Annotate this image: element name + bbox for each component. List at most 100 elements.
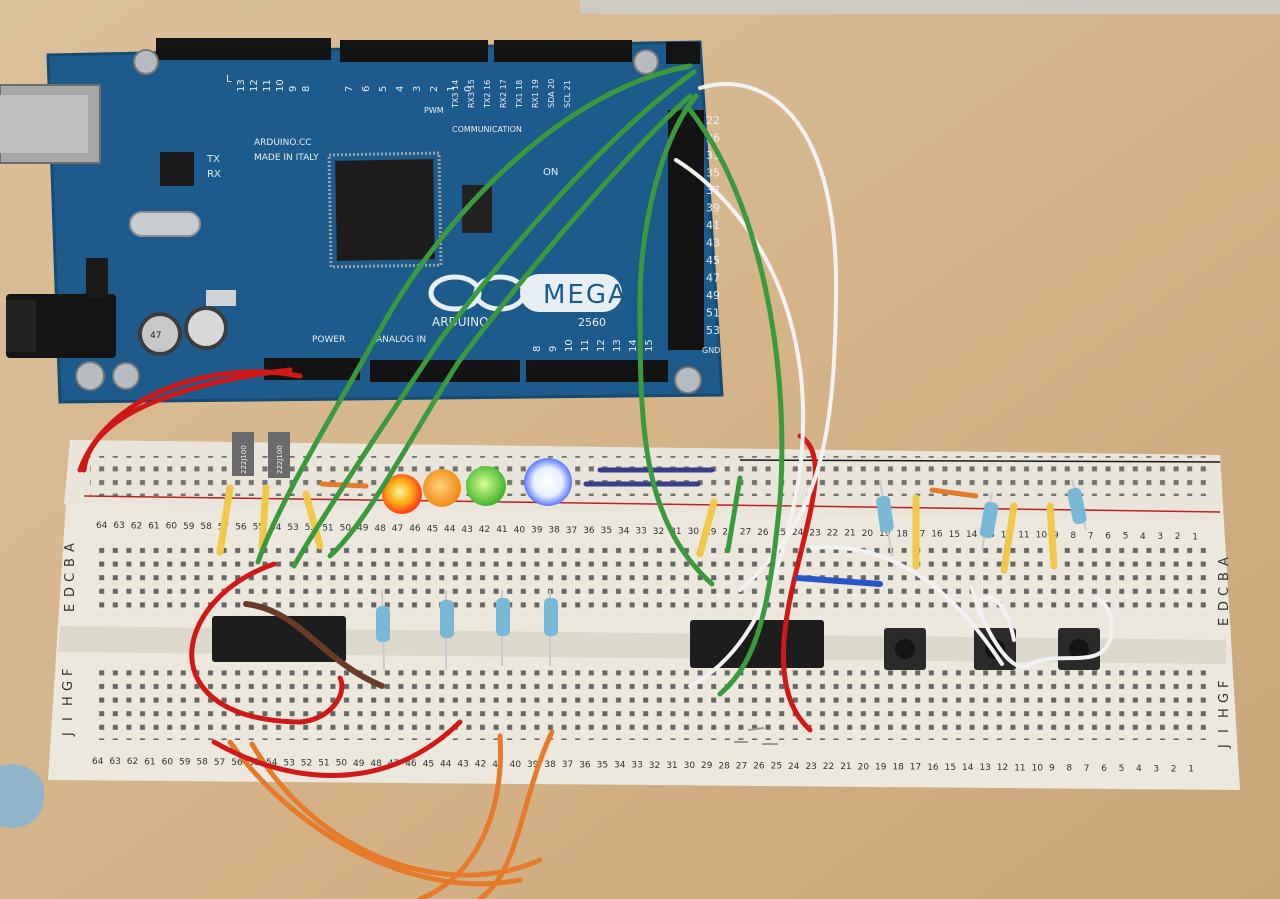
column-number: 7 — [1084, 764, 1090, 774]
column-number: 43 — [461, 525, 472, 535]
digital-pin-label: 43 — [706, 237, 720, 250]
orange-wires — [227, 481, 979, 899]
pwm-pin-label: 3 — [412, 86, 423, 92]
row-letter: B — [63, 558, 78, 567]
led-red — [382, 474, 422, 514]
column-number: 62 — [131, 521, 142, 531]
column-number: 2 — [1175, 532, 1181, 542]
column-number: 40 — [510, 760, 522, 770]
column-number: 63 — [113, 521, 124, 531]
column-number: 16 — [931, 530, 943, 540]
comm-pin-label: RX2 17 — [499, 79, 508, 108]
column-number: 58 — [200, 522, 212, 532]
pwm-pin-label: 4 — [395, 86, 406, 92]
row-letter: I — [61, 717, 76, 721]
column-number: 45 — [423, 759, 434, 769]
column-number: 10 — [1032, 763, 1044, 773]
analog-pin-label: 12 — [596, 339, 607, 352]
column-number: 16 — [927, 763, 939, 773]
column-number: 46 — [409, 524, 421, 534]
column-number: 23 — [809, 528, 820, 538]
pwm-pin-label: 10 — [275, 79, 286, 92]
analog-pin-label: 13 — [612, 339, 623, 352]
column-number: 14 — [962, 763, 974, 773]
column-number: 40 — [514, 525, 526, 535]
column-number: 44 — [444, 525, 456, 535]
digital-pin-label: 35 — [706, 167, 720, 180]
column-number: 53 — [283, 758, 294, 768]
svg-text:222J100: 222J100 — [240, 445, 248, 474]
push-button-3 — [1058, 628, 1100, 670]
column-number: 33 — [635, 527, 646, 537]
column-number: 34 — [614, 761, 626, 771]
microcontroller-chip — [335, 159, 435, 261]
column-number: 25 — [771, 762, 782, 772]
column-number: 36 — [579, 760, 591, 770]
column-number: 1 — [1192, 532, 1198, 542]
pwm-pin-label: 12 — [249, 79, 260, 92]
column-number: 8 — [1066, 764, 1072, 774]
film-capacitor-1: 222J100 — [232, 432, 254, 476]
green-wires — [255, 63, 785, 697]
comm-pin-label: RX3 15 — [467, 79, 476, 108]
column-number: 6 — [1101, 764, 1107, 774]
digital-pin-label: 22 — [706, 114, 720, 127]
column-number: 59 — [179, 758, 191, 768]
label-on: ON — [543, 167, 558, 178]
column-number: 57 — [214, 758, 225, 768]
row-letter: F — [61, 669, 76, 676]
label-analog: ANALOG IN — [376, 335, 426, 345]
crystal — [129, 211, 201, 237]
column-number: 53 — [287, 523, 298, 533]
column-number: 42 — [479, 525, 490, 535]
column-number: 34 — [618, 526, 630, 536]
column-number: 62 — [127, 757, 138, 767]
pwm-pin-label: 9 — [288, 86, 299, 92]
column-number: 15 — [949, 530, 960, 540]
svg-text:222J100: 222J100 — [276, 445, 284, 474]
column-number: 43 — [457, 760, 468, 770]
column-number: 11 — [1018, 531, 1029, 541]
column-number: 8 — [1070, 531, 1076, 541]
column-number: 39 — [531, 526, 543, 536]
column-number: 22 — [827, 529, 838, 539]
row-letter: D — [63, 587, 78, 597]
column-number: 32 — [649, 761, 660, 771]
row-letter: B — [1217, 572, 1232, 581]
column-number: 60 — [166, 522, 178, 532]
pwm-pin-label: 1 — [446, 86, 457, 92]
number-label: 2560 — [578, 316, 606, 329]
column-number: 6 — [1105, 531, 1111, 541]
column-number: 59 — [183, 522, 195, 532]
column-number: 37 — [566, 526, 577, 536]
column-number: 29 — [705, 527, 717, 537]
row-letter: E — [63, 604, 78, 612]
brown-wire — [243, 601, 385, 689]
comm-pin-label: SDA 20 — [547, 79, 556, 108]
column-number: 36 — [583, 526, 595, 536]
film-capacitor-2: 222J100 — [268, 432, 290, 478]
column-number: 27 — [736, 761, 747, 771]
arduino-mega-board: L TX RX ON PWM COMMUNICATION POWER ANALO… — [0, 38, 724, 404]
row-letter: C — [1217, 587, 1232, 596]
row-letter: H — [1217, 708, 1232, 718]
label-gnd: GND — [702, 346, 720, 355]
column-number: 24 — [792, 528, 804, 538]
comm-pin-label: TX2 16 — [483, 80, 492, 109]
column-number: 55 — [253, 523, 264, 533]
row-letter: G — [1217, 693, 1232, 703]
column-number: 18 — [892, 763, 904, 773]
column-number: 29 — [701, 761, 713, 771]
resistor-bodies — [376, 487, 1087, 642]
column-number: 18 — [896, 529, 908, 539]
column-number: 51 — [318, 759, 329, 769]
column-number: 19 — [879, 529, 891, 539]
electrolytic-cap-2 — [184, 306, 228, 350]
column-number: 12 — [997, 763, 1008, 773]
column-number: 17 — [910, 763, 921, 773]
